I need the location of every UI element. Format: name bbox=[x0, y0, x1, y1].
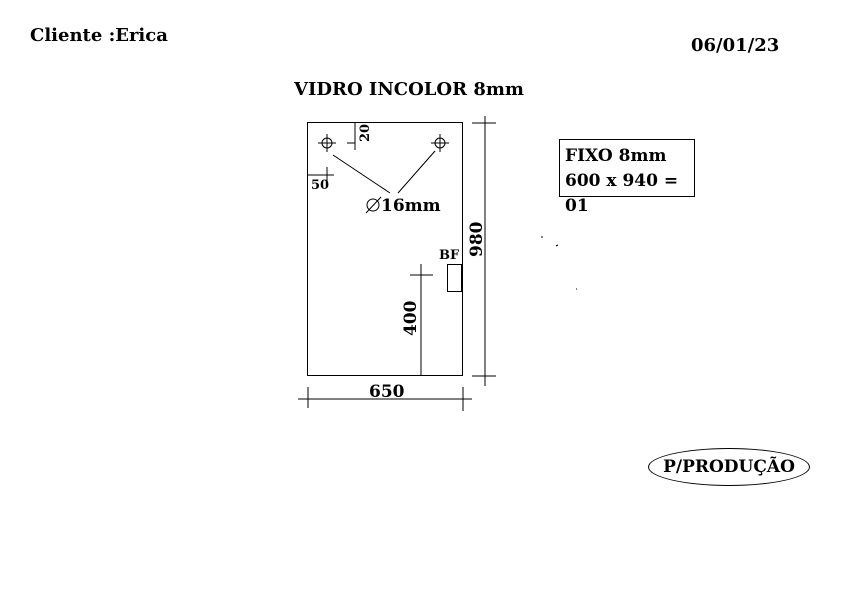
client-name: Cliente :Erica bbox=[30, 25, 168, 46]
production-badge: P/PRODUÇÃO bbox=[648, 448, 810, 486]
glass-title: VIDRO INCOLOR 8mm bbox=[294, 79, 524, 100]
piece-size: 600 x 940 = 01 bbox=[565, 171, 679, 216]
hole-diameter-label: 16mm bbox=[381, 196, 441, 216]
piece-info-box: FIXO 8mm 600 x 940 = 01 bbox=[559, 139, 695, 216]
hole-right bbox=[431, 134, 449, 152]
bf-label: BF bbox=[439, 248, 460, 263]
leader-right bbox=[397, 150, 436, 194]
date: 06/01/23 bbox=[691, 35, 780, 56]
bf-height-label: 400 bbox=[401, 300, 421, 336]
stray-mark bbox=[555, 244, 559, 247]
height-dimension bbox=[472, 116, 496, 386]
hole-top-offset-label: 20 bbox=[358, 124, 373, 142]
diameter-icon bbox=[365, 196, 382, 214]
height-label: 980 bbox=[467, 221, 487, 257]
hole-side-offset-marker bbox=[308, 167, 334, 183]
production-badge-label: P/PRODUÇÃO bbox=[663, 457, 795, 477]
glass-panel bbox=[307, 122, 463, 376]
bf-fitting bbox=[447, 264, 462, 292]
width-label: 650 bbox=[369, 382, 405, 402]
piece-type: FIXO 8mm bbox=[565, 146, 667, 166]
hole-left bbox=[318, 134, 336, 152]
width-dimension bbox=[298, 387, 472, 411]
hole-top-offset-marker bbox=[347, 123, 356, 150]
hole-side-offset-label: 50 bbox=[311, 178, 329, 193]
leader-left bbox=[332, 154, 391, 194]
bf-height-dimension bbox=[410, 264, 433, 376]
